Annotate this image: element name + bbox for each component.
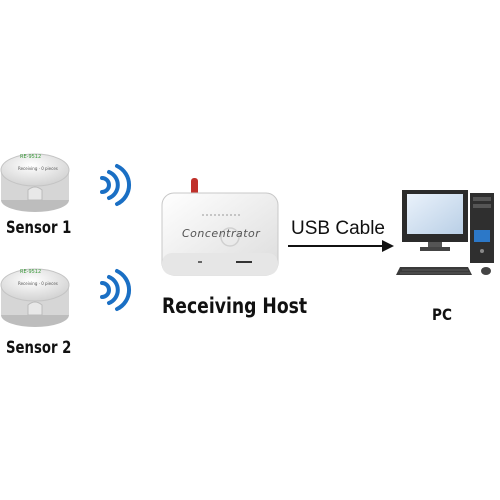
sensor-2-device-text: Receiving · 0 pieces xyxy=(18,281,58,286)
sensor-2-device-image xyxy=(0,268,70,327)
monitor-icon xyxy=(402,190,468,251)
wifi-signal-icon xyxy=(100,269,131,311)
sensor-1-device-image xyxy=(0,153,70,212)
arrow-right-icon xyxy=(288,240,394,252)
receiving-host: Concentrator xyxy=(158,175,283,280)
sensor-1-label: Sensor 1 xyxy=(6,218,72,238)
sensor-2: RE-9512 Receiving · 0 pieces xyxy=(0,255,80,340)
sensor-1-device-text: Receiving · 0 pieces xyxy=(18,166,58,171)
tower-icon xyxy=(470,193,494,263)
sensor-1: RE-9512 Receiving · 0 pieces xyxy=(0,140,80,225)
receiving-host-label: Receiving Host xyxy=(162,294,308,318)
pc-label: PC xyxy=(432,305,452,324)
usb-cable-label: USB Cable xyxy=(291,218,385,239)
sensor-2-label: Sensor 2 xyxy=(6,338,72,358)
mouse-icon xyxy=(481,267,491,275)
pc-computer xyxy=(396,185,498,280)
wifi-signal-icon xyxy=(100,164,131,206)
keyboard-icon xyxy=(396,267,472,275)
sensor-1-model-text: RE-9512 xyxy=(20,154,42,160)
sensor-2-model-text: RE-9512 xyxy=(20,269,42,275)
concentrator-text: Concentrator xyxy=(182,227,261,240)
concentrator-device-image xyxy=(161,178,279,276)
